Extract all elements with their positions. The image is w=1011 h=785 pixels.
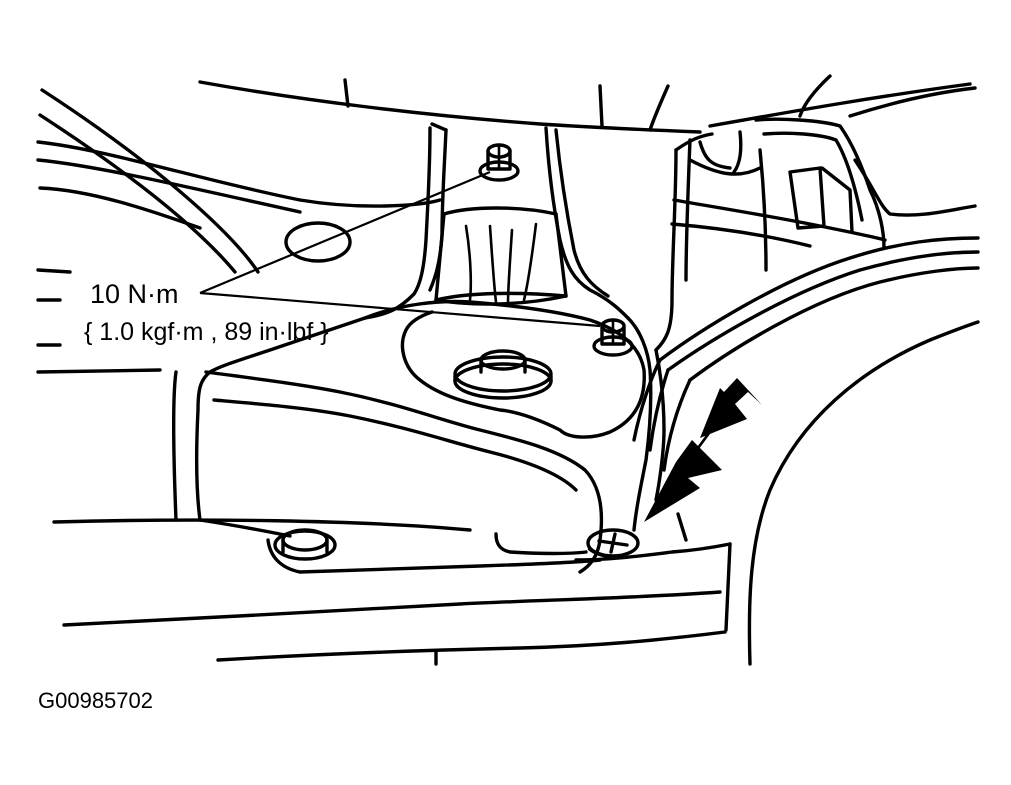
crossmember-housing (172, 316, 732, 632)
fender-arch (632, 236, 980, 666)
center-mount-stud (453, 349, 553, 400)
figure-id: G00985702 (38, 688, 153, 713)
mount-pad (363, 299, 646, 439)
bolt-icon (478, 143, 520, 182)
body-structure (36, 74, 977, 666)
torque-conversion-label: { 1.0 kgf·m , 89 in·lbf } (84, 318, 329, 346)
bolt-icon (592, 318, 634, 357)
torque-value-label: 10 N·m (90, 279, 179, 309)
bracket-panel (363, 117, 887, 352)
direction-arrow-icon (644, 378, 762, 522)
torque-leader-lines (199, 170, 601, 328)
lower-bushing (273, 528, 337, 561)
retaining-clip-icon (586, 528, 640, 559)
